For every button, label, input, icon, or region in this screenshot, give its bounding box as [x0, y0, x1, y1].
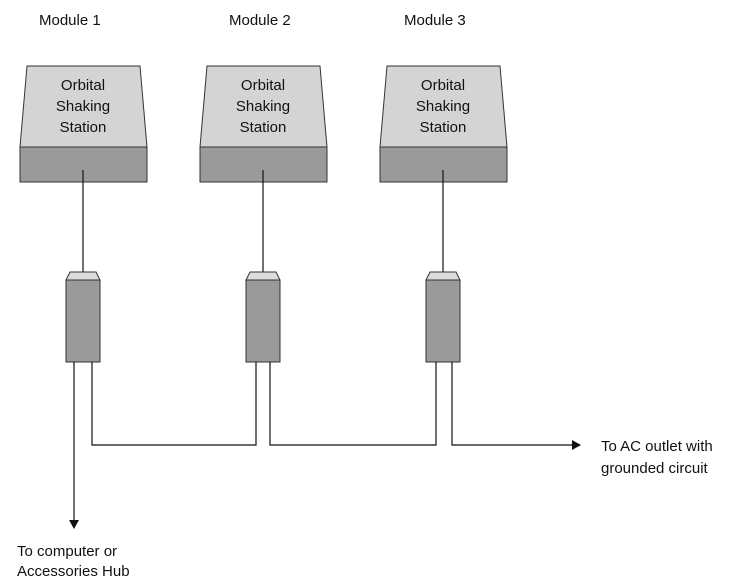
module-2-station-line-1: Orbital — [241, 77, 285, 94]
module-1-station-line-3: Station — [60, 119, 107, 136]
module-2-connector — [245, 271, 281, 363]
ac-outlet-label-line-2: grounded circuit — [601, 460, 709, 477]
module-1-title: Module 1 — [39, 12, 101, 29]
ac-outlet-arrow — [451, 362, 581, 450]
module-1-station-line-2: Shaking — [56, 98, 110, 115]
module-1-station-line-1: Orbital — [61, 77, 105, 94]
module-1-station: Orbital Shaking Station — [19, 65, 148, 183]
module-3-station-line-3: Station — [420, 119, 467, 136]
link-module-2-to-3 — [269, 362, 437, 446]
computer-label-line-2: Accessories Hub — [17, 563, 130, 580]
ac-outlet-label-line-1: To AC outlet with — [601, 438, 713, 455]
module-2-station-line-2: Shaking — [236, 98, 290, 115]
module-3-station: Orbital Shaking Station — [379, 65, 508, 183]
module-3-connector — [425, 271, 461, 363]
module-2-title: Module 2 — [229, 12, 291, 29]
link-module-1-to-2 — [91, 362, 257, 446]
computer-label-line-1: To computer or — [17, 543, 117, 560]
module-2-station-line-3: Station — [240, 119, 287, 136]
module-3-station-line-2: Shaking — [416, 98, 470, 115]
module-1-connector — [65, 271, 101, 363]
module-3-station-line-1: Orbital — [421, 77, 465, 94]
module-3-title: Module 3 — [404, 12, 466, 29]
module-2-station: Orbital Shaking Station — [199, 65, 328, 183]
